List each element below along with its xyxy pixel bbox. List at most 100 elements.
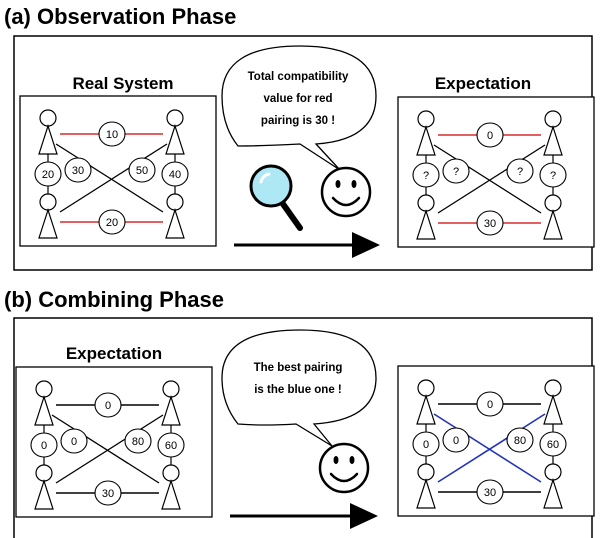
- expectation-title-b: Expectation: [66, 344, 162, 363]
- node-bottom-label: 30: [102, 488, 114, 500]
- person-body: [161, 395, 181, 426]
- speech-bubble-a: Total compatibility value for red pairin…: [221, 45, 377, 171]
- arrow-right-icon: [230, 503, 378, 529]
- node-left-circle: [412, 162, 440, 188]
- person-head: [162, 380, 180, 398]
- expectation-box-a: 030????: [397, 96, 595, 248]
- person-head: [162, 464, 180, 482]
- node-bottom-label: 30: [484, 218, 496, 230]
- pairing-line-cross-a: [437, 413, 546, 483]
- person-head: [35, 380, 53, 398]
- person-body: [165, 208, 185, 239]
- person-top-right: [161, 380, 181, 426]
- smiley-face-icon: [318, 442, 370, 494]
- node-left-circle: [34, 161, 62, 187]
- person-body: [34, 479, 54, 510]
- node-left-label: 0: [423, 439, 429, 451]
- node-cross-left-circle: [64, 157, 92, 183]
- node-right-circle: [539, 431, 567, 457]
- bubble-b-line-2: is the blue one !: [254, 384, 342, 396]
- node-right-label: ?: [550, 170, 556, 182]
- person-top-left: [38, 109, 58, 155]
- node-cross-right-label: 80: [132, 436, 144, 448]
- person-body: [416, 125, 436, 156]
- bubble-a-line-1: Total compatibility: [248, 71, 349, 83]
- node-cross-left-label: 0: [453, 435, 459, 447]
- person-head: [417, 463, 435, 481]
- node-top-label: 10: [106, 129, 118, 141]
- person-top-left: [416, 379, 436, 425]
- person-head: [544, 194, 562, 212]
- person-bottom-left: [38, 193, 58, 239]
- person-top-left: [34, 380, 54, 426]
- person-top-left: [416, 110, 436, 156]
- bubble-b-line-1: The best pairing: [254, 362, 343, 374]
- node-cross-right-circle: [506, 427, 534, 453]
- node-bottom-circle: [476, 210, 504, 236]
- panel-b-title: (b) Combining Phase: [4, 287, 224, 312]
- person-head: [35, 464, 53, 482]
- person-top-right: [543, 379, 563, 425]
- node-cross-right-label: ?: [517, 166, 523, 178]
- magnifier-icon: [249, 164, 303, 231]
- node-right-circle: [161, 161, 189, 187]
- node-left-circle: [30, 432, 58, 458]
- person-head: [39, 109, 57, 127]
- arrow-right-icon: [234, 232, 380, 258]
- person-head: [417, 110, 435, 128]
- node-right-circle: [539, 162, 567, 188]
- person-bottom-right: [165, 193, 185, 239]
- person-bottom-right: [543, 194, 563, 240]
- node-left-label: ?: [423, 170, 429, 182]
- node-cross-right-circle: [124, 428, 152, 454]
- node-bottom-circle: [98, 209, 126, 235]
- person-body: [161, 479, 181, 510]
- person-bottom-left: [416, 194, 436, 240]
- person-head: [544, 110, 562, 128]
- node-right-circle: [157, 432, 185, 458]
- node-left-label: 0: [41, 440, 47, 452]
- node-cross-left-label: 0: [71, 436, 77, 448]
- pairing-line-cross-a: [55, 414, 164, 484]
- person-body: [38, 208, 58, 239]
- speech-bubble-b: The best pairing is the blue one !: [221, 329, 377, 447]
- person-top-right: [165, 109, 185, 155]
- person-body: [543, 209, 563, 240]
- person-body: [165, 124, 185, 155]
- smiley-face-icon: [320, 166, 372, 218]
- node-right-label: 60: [547, 439, 559, 451]
- node-top-label: 0: [487, 399, 493, 411]
- pairing-line-cross-a: [437, 144, 546, 214]
- node-cross-left-circle: [442, 158, 470, 184]
- node-cross-right-label: 80: [514, 435, 526, 447]
- real-system-title: Real System: [72, 74, 173, 93]
- node-cross-right-circle: [128, 157, 156, 183]
- person-head: [166, 109, 184, 127]
- node-cross-left-circle: [442, 427, 470, 453]
- pairing-line-cross-b: [433, 144, 542, 214]
- node-right-label: 40: [169, 169, 181, 181]
- node-bottom-circle: [476, 479, 504, 505]
- node-right-label: 60: [165, 440, 177, 452]
- expectation-title-a: Expectation: [435, 74, 531, 93]
- node-top-circle: [98, 121, 126, 147]
- node-top-label: 0: [487, 130, 493, 142]
- person-head: [39, 193, 57, 211]
- node-cross-right-label: 50: [136, 165, 148, 177]
- pairing-line-cross-b: [55, 143, 164, 213]
- person-bottom-left: [34, 464, 54, 510]
- person-head: [544, 463, 562, 481]
- node-bottom-circle: [94, 480, 122, 506]
- node-top-circle: [94, 392, 122, 418]
- bubble-a-line-2: value for red: [263, 93, 332, 105]
- person-head: [166, 193, 184, 211]
- person-head: [544, 379, 562, 397]
- person-body: [416, 478, 436, 509]
- person-bottom-right: [161, 464, 181, 510]
- node-bottom-label: 20: [106, 217, 118, 229]
- node-left-circle: [412, 431, 440, 457]
- person-body: [416, 209, 436, 240]
